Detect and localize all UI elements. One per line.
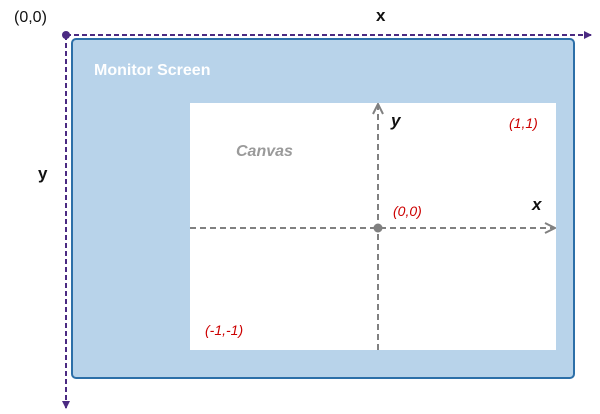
screen-y-label: y	[38, 164, 48, 183]
screen-origin-label: (0,0)	[14, 9, 47, 26]
screen-origin-point	[62, 31, 70, 39]
canvas-top-right-coordinate: (1,1)	[509, 115, 538, 131]
monitor-screen-label: Monitor Screen	[94, 62, 211, 79]
screen-x-label: x	[376, 6, 386, 25]
canvas-x-label: x	[532, 195, 542, 214]
canvas-bottom-left-coordinate: (-1,-1)	[205, 322, 244, 338]
canvas-y-label: y	[391, 111, 401, 130]
canvas-center-coordinate: (0,0)	[393, 203, 422, 219]
canvas-area	[190, 103, 556, 350]
canvas-label: Canvas	[236, 143, 293, 160]
canvas-origin-point	[373, 223, 383, 233]
